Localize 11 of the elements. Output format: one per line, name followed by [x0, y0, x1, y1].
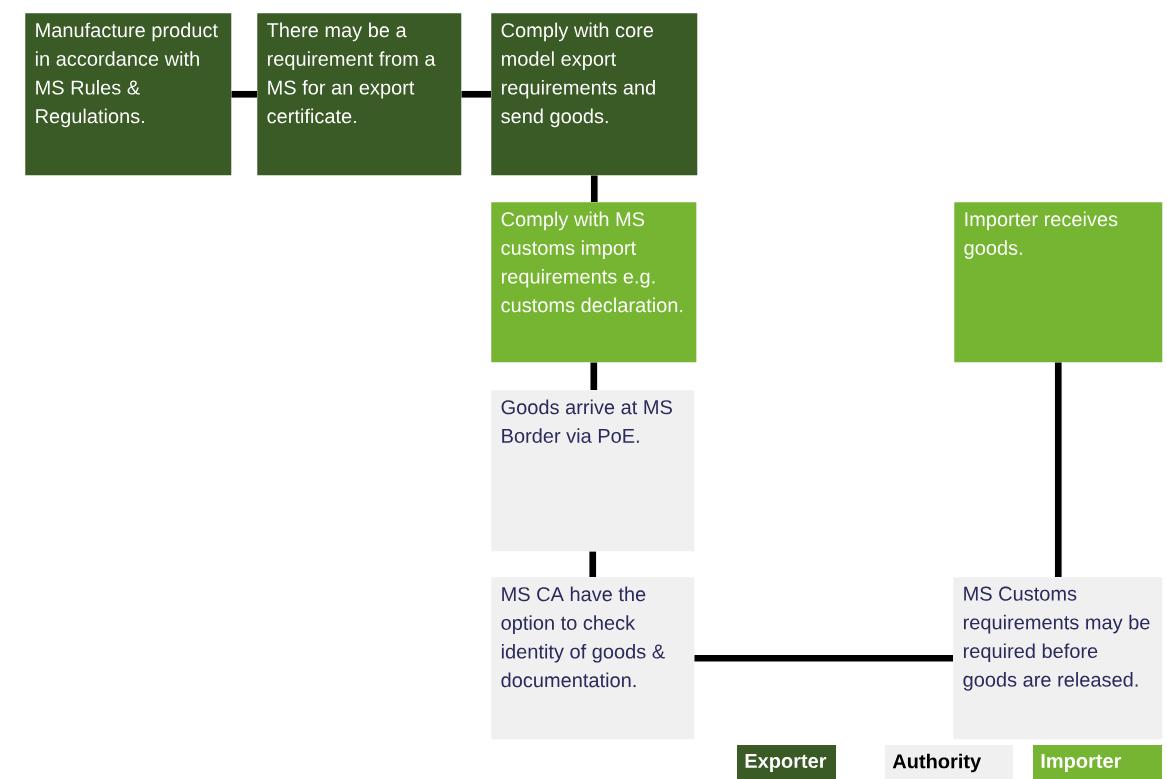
authority-step-box: MS CA have the option to check identity of goods & documentation. [491, 577, 695, 740]
legend-label: Importer [1041, 754, 1122, 772]
legend-label: Authority [892, 753, 982, 773]
legend-label: Exporter [745, 754, 827, 772]
authority-step-box: MS Customs requirements may be required before goods are released. [953, 577, 1163, 740]
importer-step-box: Comply with MS customs import requirements e.g. customs declaration. [491, 202, 697, 363]
importer-step-box: Importer receives goods. [954, 202, 1163, 363]
exporter-step-box: Comply with core model export requirements and send goods. [491, 13, 698, 176]
authority-step-box: Goods arrive at MS Border via PoE. [491, 390, 695, 552]
exporter-step-box: Manufacture product in accordance with MS Rules & Regulations. [25, 13, 232, 176]
exporter-step-box: There may be a requirement from a MS for an export certificate. [257, 13, 462, 176]
